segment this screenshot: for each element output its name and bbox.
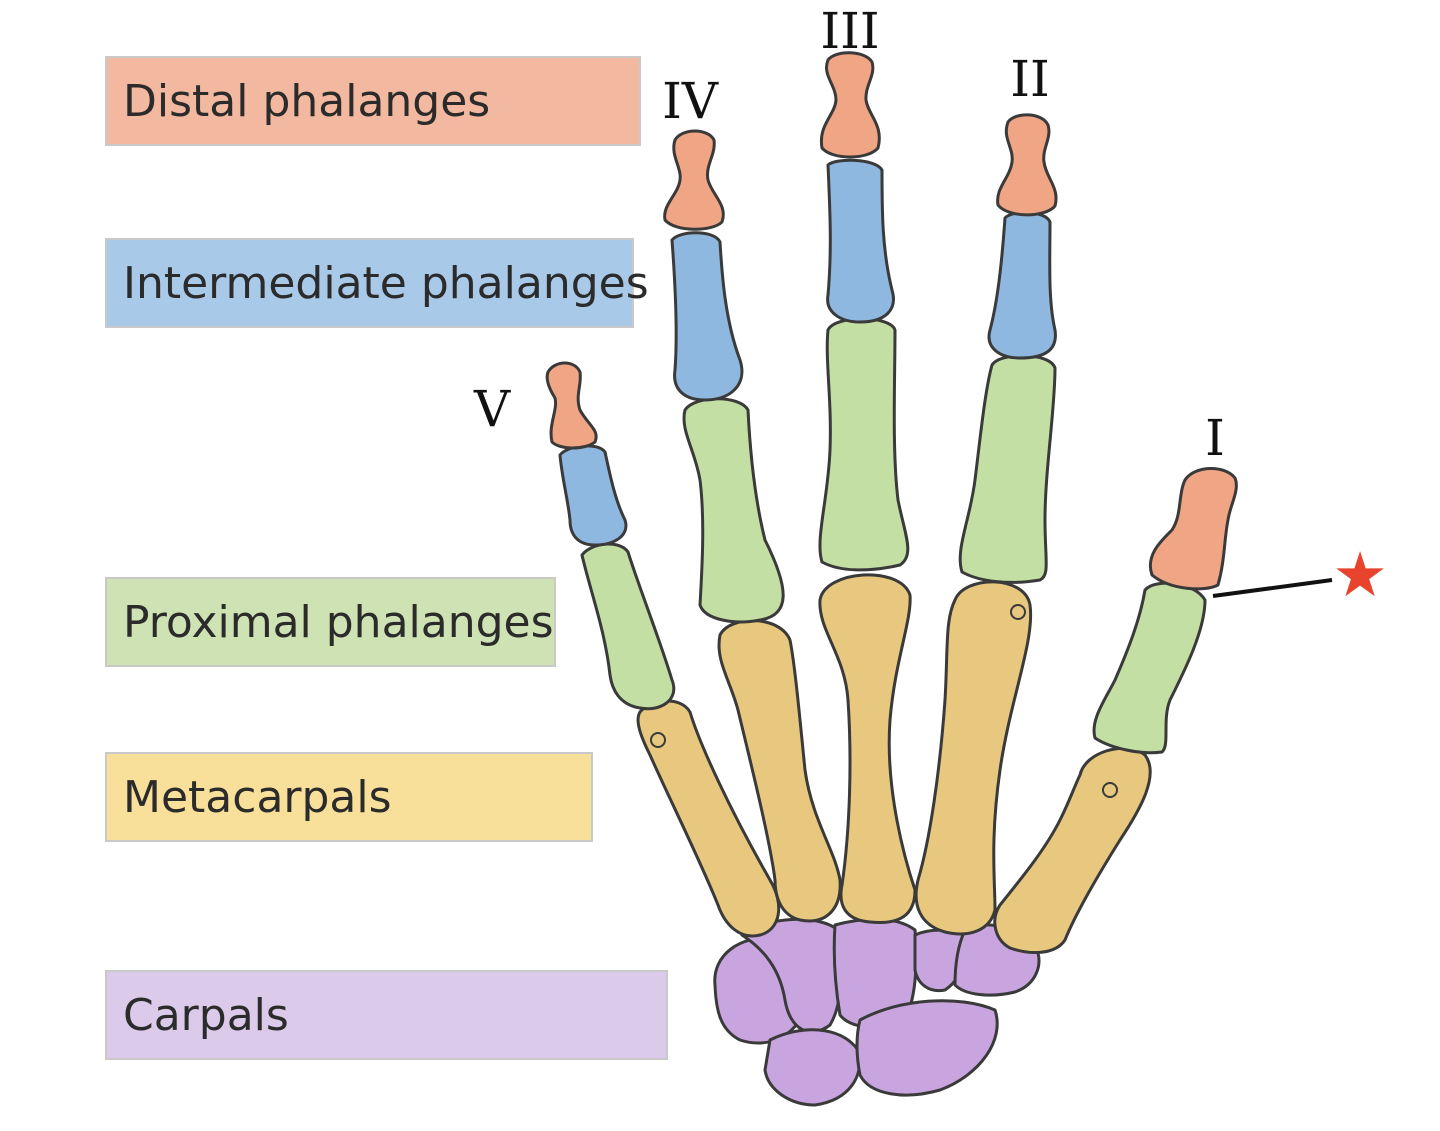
numeral-i: I [1205, 409, 1225, 467]
metacarpal-v [636, 699, 781, 938]
metacarpal-bones [636, 573, 1152, 954]
legend-metacarpals: Metacarpals [105, 752, 593, 842]
distal-phalanges [545, 51, 1238, 591]
distal-phalanx-iii [819, 51, 881, 159]
legend-metacarpals-label: Metacarpals [123, 771, 392, 823]
legend-carpals: Carpals [105, 970, 668, 1060]
carpal-bone [855, 999, 999, 1097]
intermediate-phalanx-iv [670, 231, 744, 402]
numeral-iii: III [820, 2, 879, 60]
distal-phalanx-iv [663, 129, 725, 231]
distal-phalanx-v [545, 361, 598, 450]
metacarpal-i [993, 746, 1152, 954]
proximal-phalanx-iii [818, 317, 910, 572]
legend-proximal-phalanges: Proximal phalanges [105, 577, 556, 667]
proximal-phalanx-iv [682, 397, 785, 624]
intermediate-phalanx-ii [987, 211, 1057, 360]
metacarpal-iv [717, 619, 842, 923]
numeral-ii: II [1010, 50, 1050, 108]
legend-intermediate-phalanges: Intermediate phalanges [105, 238, 649, 328]
bone-detail-mark [650, 732, 666, 748]
intermediate-phalanges [558, 158, 1057, 547]
star-marker-icon: ★ [1332, 538, 1388, 611]
metacarpal-ii [914, 580, 1033, 936]
metacarpal-iii [818, 573, 917, 925]
legend-proximal-label: Proximal phalanges [123, 596, 554, 648]
legend-intermediate-label: Intermediate phalanges [123, 257, 649, 309]
proximal-phalanx-v [580, 542, 676, 711]
legend-distal-phalanges: Distal phalanges [105, 56, 641, 146]
marker-leader-line [1212, 578, 1333, 598]
carpal-bone [763, 1028, 862, 1107]
distal-phalanx-ii [996, 113, 1058, 217]
numeral-v: V [473, 380, 511, 438]
bone-detail-mark [1102, 782, 1118, 798]
proximal-phalanx-i [1092, 581, 1207, 755]
proximal-phalanx-ii [958, 354, 1057, 584]
numeral-iv: IV [662, 72, 719, 130]
intermediate-phalanx-iii [826, 158, 895, 324]
carpal-bones [713, 917, 1041, 1107]
legend-carpals-label: Carpals [123, 989, 289, 1041]
proximal-phalanges [580, 317, 1207, 755]
bone-detail-mark [1010, 604, 1026, 620]
legend-distal-label: Distal phalanges [123, 75, 491, 127]
distal-phalanx-i [1148, 467, 1238, 591]
intermediate-phalanx-v [558, 444, 628, 547]
